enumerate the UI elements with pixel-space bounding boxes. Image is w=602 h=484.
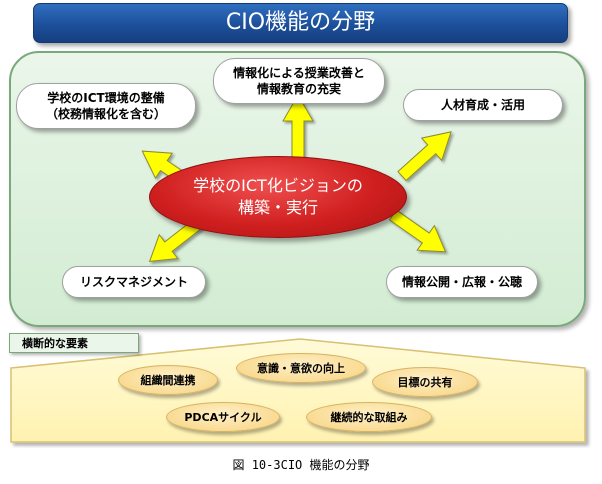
area-ict-environment: 学校のICT環境の整備 （校務情報化を含む） — [16, 83, 196, 129]
element-continuous: 継続的な取組み — [306, 402, 432, 432]
title-bar: CIO機能の分野 — [33, 3, 568, 43]
area-lesson-improvement-line1: 情報化による授業改善と — [233, 66, 365, 80]
area-human-resources: 人材育成・活用 — [403, 89, 563, 121]
area-risk-management: リスクマネジメント — [62, 266, 206, 298]
element-awareness-label: 意識・意欲の向上 — [257, 362, 345, 375]
area-public-relations: 情報公開・広報・公聴 — [386, 266, 538, 298]
area-ict-environment-line2: （校務情報化を含む） — [45, 107, 166, 121]
arrow-up-icon — [282, 93, 314, 164]
area-public-relations-label: 情報公開・広報・公聴 — [401, 275, 522, 289]
element-pdca-label: PDCAサイクル — [184, 411, 262, 424]
cross-section-label-text: 横断的な要素 — [22, 337, 88, 350]
area-risk-management-label: リスクマネジメント — [79, 275, 188, 289]
center-vision-line1: 学校のICT化ビジョンの — [193, 176, 363, 195]
element-inter-org-label: 組織間連携 — [140, 374, 196, 387]
element-inter-org: 組織間連携 — [118, 365, 218, 395]
arrow-upper-right-icon — [397, 131, 452, 182]
center-vision: 学校のICT化ビジョンの 構築・実行 — [149, 156, 407, 238]
area-lesson-improvement: 情報化による授業改善と 情報教育の充実 — [213, 58, 385, 104]
figure-caption: 図 10-3CIO 機能の分野 — [232, 458, 370, 472]
arrow-lower-right-icon — [388, 209, 447, 253]
area-ict-environment-line1: 学校のICT環境の整備 — [47, 91, 165, 105]
area-lesson-improvement-line2: 情報教育の充実 — [256, 82, 341, 96]
element-continuous-label: 継続的な取組み — [330, 411, 408, 424]
cross-section-label: 横断的な要素 — [9, 333, 139, 353]
center-vision-line2: 構築・実行 — [237, 198, 318, 217]
page-title: CIO機能の分野 — [225, 10, 376, 35]
element-shared-goal-label: 目標の共有 — [397, 376, 453, 389]
area-human-resources-label: 人材育成・活用 — [440, 98, 525, 112]
element-awareness: 意識・意欲の向上 — [236, 353, 366, 383]
element-pdca: PDCAサイクル — [166, 402, 280, 432]
element-shared-goal: 目標の共有 — [372, 367, 478, 397]
